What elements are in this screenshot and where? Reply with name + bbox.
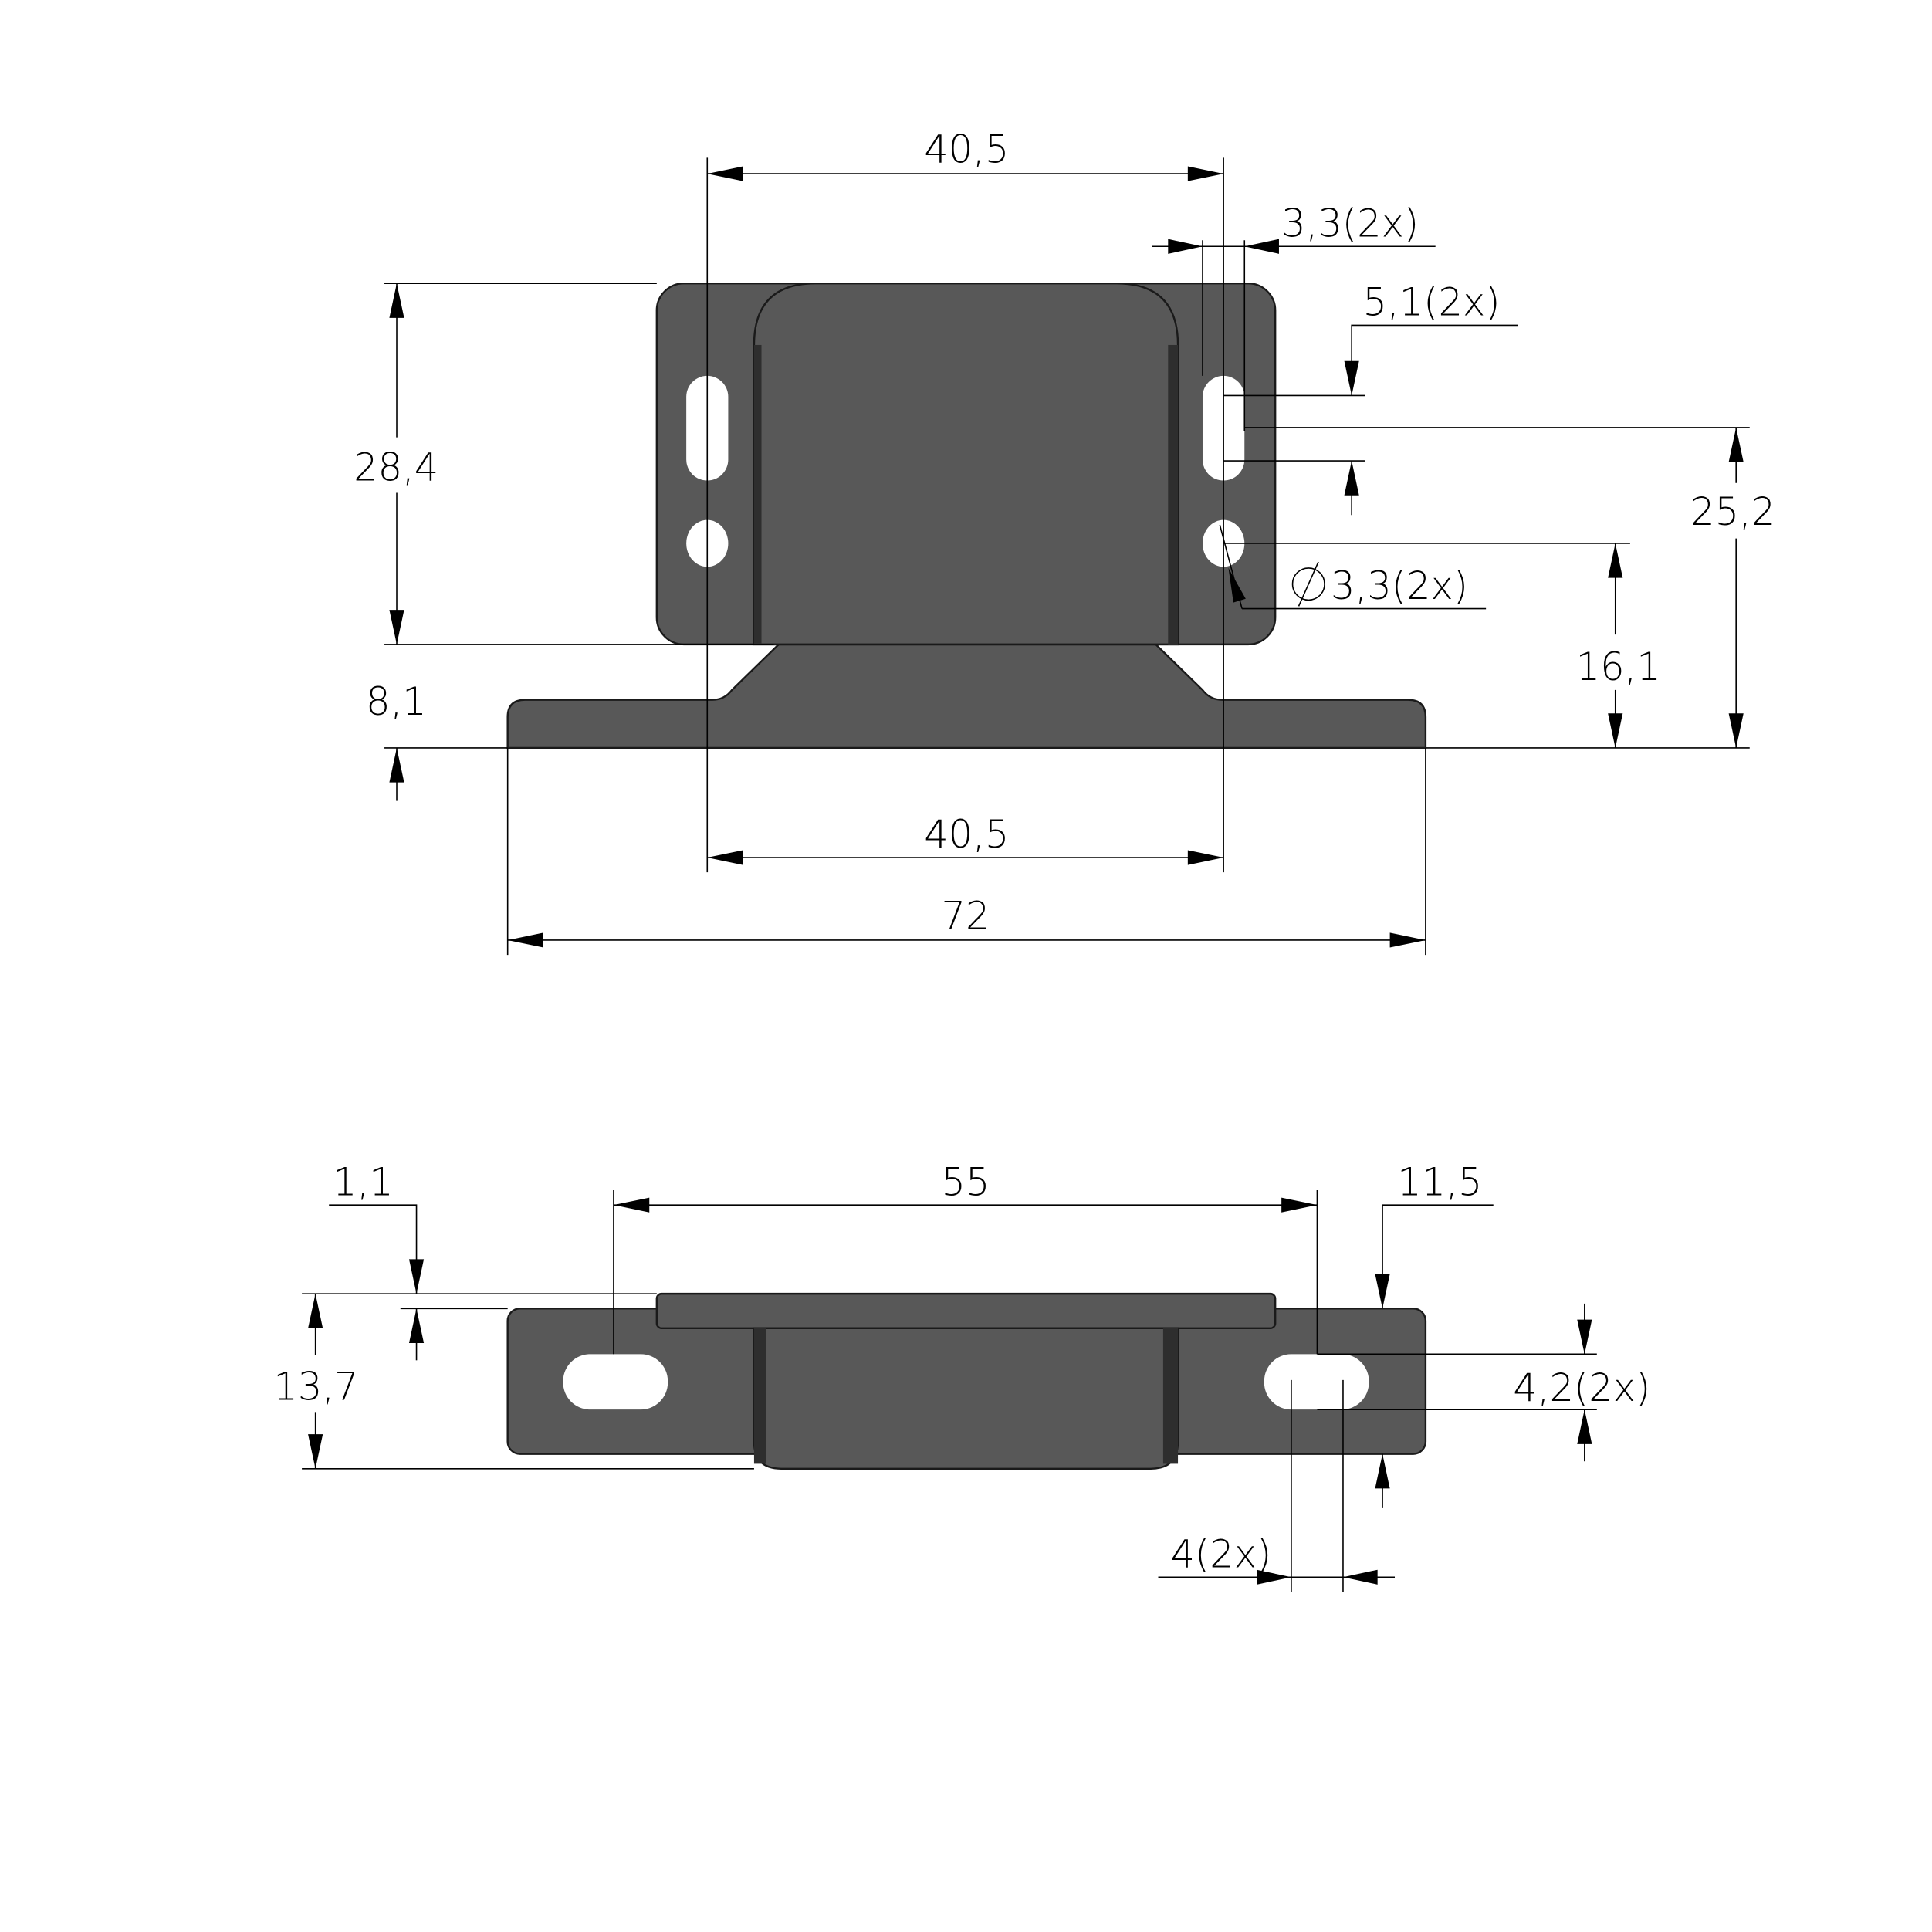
dim-overall-width: 72: [942, 894, 990, 939]
dim-hole-diameter: 3,3(2x): [1331, 563, 1468, 608]
center-housing: [753, 1327, 1179, 1470]
dim-top-hole-spacing: 40,5: [924, 127, 1009, 172]
dim-slot-width: 4,2(2x): [1513, 1365, 1650, 1410]
dim-flange-thickness: 11,5: [1397, 1159, 1482, 1204]
dim-plate-height: 28,4: [354, 445, 438, 490]
diameter-icon: [1291, 567, 1325, 601]
dim-slot-width: 3,3(2x): [1281, 201, 1419, 245]
front-view: 40,5 3,3(2x) 5,1(2x) 25,2 16,1: [354, 127, 1775, 956]
dim-base-height: 8,1: [366, 679, 427, 724]
dim-flange-offset: 1,1: [333, 1159, 394, 1204]
slot-right: [1264, 1354, 1369, 1410]
dim-hole-center-height: 16,1: [1576, 645, 1661, 689]
dim-overall-depth: 13,7: [273, 1364, 358, 1409]
boss-shadow-right: [1168, 344, 1179, 645]
dim-slot-length: 5,1(2x): [1363, 280, 1501, 325]
dim-slot-center-height: 25,2: [1690, 489, 1775, 534]
top-view: 1,1 13,7 55 11,5 4,2(2x): [273, 1159, 1650, 1592]
boss-shadow-left: [753, 344, 762, 645]
dim-slot-length: 4(2x): [1170, 1531, 1271, 1576]
top-lip: [655, 1292, 1277, 1330]
slot-left: [563, 1354, 668, 1410]
dim-bottom-hole-spacing: 40,5: [924, 812, 1009, 857]
dim-slot-spacing: 55: [942, 1159, 990, 1204]
center-boss: [753, 282, 1179, 646]
base-flange: [506, 643, 1427, 749]
